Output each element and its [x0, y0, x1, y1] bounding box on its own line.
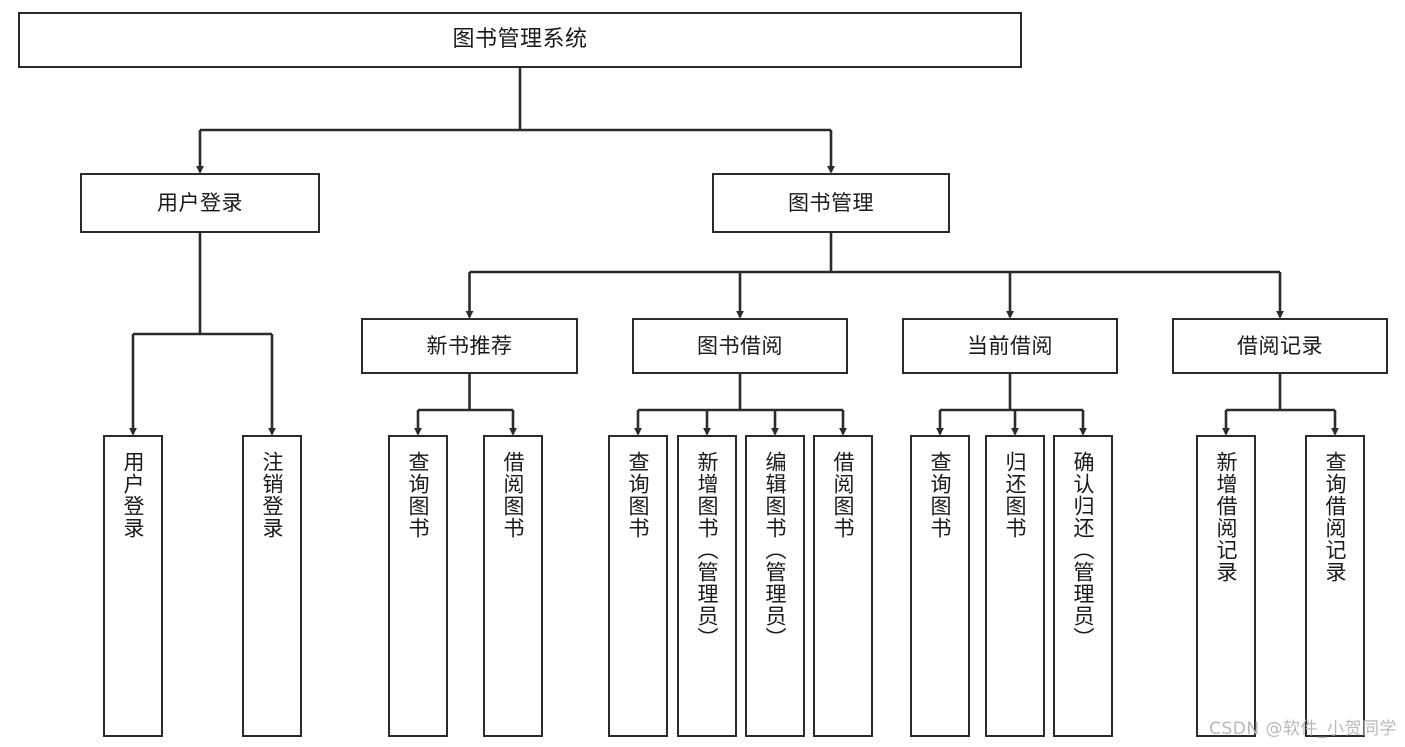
node-leaf-query-book-3-label: 查询图书	[928, 451, 953, 539]
node-leaf-add-book-label: 新增图书（管理员）	[695, 451, 720, 649]
node-leaf-borrow-book-2[interactable]: 借阅图书	[813, 435, 873, 737]
node-leaf-borrow-book-1[interactable]: 借阅图书	[483, 435, 543, 737]
node-book-borrow-label: 图书借阅	[697, 333, 783, 358]
node-current-borrow-label: 当前借阅	[967, 333, 1053, 358]
watermark: CSDN @软件_小贺同学	[1209, 719, 1397, 739]
node-borrow-records[interactable]: 借阅记录	[1172, 318, 1388, 374]
node-leaf-borrow-book-1-label: 借阅图书	[501, 451, 526, 539]
node-leaf-query-book-3[interactable]: 查询图书	[910, 435, 970, 737]
node-leaf-edit-book-label: 编辑图书（管理员）	[763, 451, 788, 649]
node-leaf-query-book-1[interactable]: 查询图书	[388, 435, 448, 737]
node-leaf-user-login[interactable]: 用户登录	[103, 435, 163, 737]
node-root[interactable]: 图书管理系统	[18, 12, 1022, 68]
node-book-borrow[interactable]: 图书借阅	[632, 318, 848, 374]
node-book-manage-label: 图书管理	[788, 190, 874, 215]
node-leaf-add-book[interactable]: 新增图书（管理员）	[677, 435, 737, 737]
node-leaf-query-record-label: 查询借阅记录	[1323, 451, 1348, 583]
node-leaf-confirm-return-label: 确认归还（管理员）	[1071, 451, 1096, 649]
node-leaf-edit-book[interactable]: 编辑图书（管理员）	[745, 435, 805, 737]
node-new-book-rec[interactable]: 新书推荐	[361, 318, 578, 374]
node-user-login-label: 用户登录	[157, 190, 243, 215]
node-new-book-rec-label: 新书推荐	[426, 333, 513, 358]
node-leaf-user-logout-label: 注销登录	[260, 451, 285, 539]
node-borrow-records-label: 借阅记录	[1237, 333, 1323, 358]
node-leaf-query-book-2-label: 查询图书	[626, 451, 651, 539]
node-user-login[interactable]: 用户登录	[80, 173, 320, 233]
node-current-borrow[interactable]: 当前借阅	[902, 318, 1118, 374]
node-root-label: 图书管理系统	[452, 27, 588, 53]
node-leaf-query-book-1-label: 查询图书	[406, 451, 431, 539]
node-leaf-query-book-2[interactable]: 查询图书	[608, 435, 668, 737]
node-book-manage[interactable]: 图书管理	[712, 173, 950, 233]
node-leaf-add-record-label: 新增借阅记录	[1214, 451, 1239, 583]
node-leaf-user-logout[interactable]: 注销登录	[242, 435, 302, 737]
node-leaf-return-book-label: 归还图书	[1003, 451, 1028, 539]
node-leaf-user-login-label: 用户登录	[121, 451, 146, 539]
node-leaf-confirm-return[interactable]: 确认归还（管理员）	[1053, 435, 1113, 737]
node-leaf-query-record[interactable]: 查询借阅记录	[1305, 435, 1365, 737]
node-leaf-return-book[interactable]: 归还图书	[985, 435, 1045, 737]
node-leaf-add-record[interactable]: 新增借阅记录	[1196, 435, 1256, 737]
node-leaf-borrow-book-2-label: 借阅图书	[831, 451, 856, 539]
